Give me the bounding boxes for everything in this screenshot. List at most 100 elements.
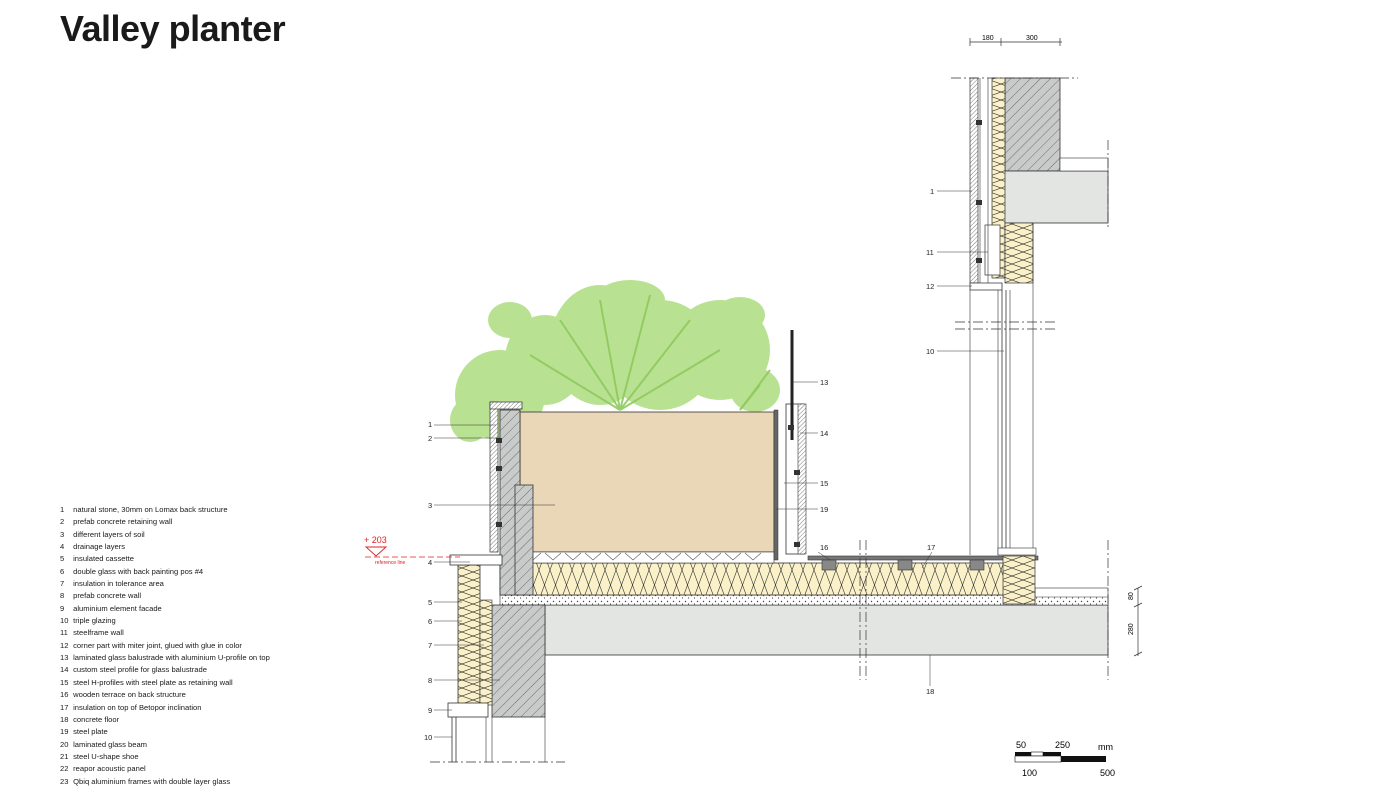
legend-number: 7 xyxy=(60,579,65,589)
legend-text: different layers of soil xyxy=(73,529,145,539)
facade-concrete xyxy=(1004,77,1061,172)
callout-planter-5: 5 xyxy=(428,598,432,607)
lower-wall xyxy=(447,554,546,762)
callout-planter-4: 4 xyxy=(428,558,432,567)
retaining-wall-base xyxy=(514,484,534,596)
legend-item: 13 laminated glass balustrade with alumi… xyxy=(60,652,270,664)
dim-right-80: 80 xyxy=(1128,592,1135,600)
facade-sill xyxy=(997,547,1037,556)
plant-foliage xyxy=(450,280,780,442)
legend-text: concrete floor xyxy=(73,714,120,724)
legend-text: steelframe wall xyxy=(73,628,124,638)
legend-item: 11 steelframe wall xyxy=(60,627,270,639)
steel-plate xyxy=(773,409,779,561)
callout-facade-12: 12 xyxy=(926,282,934,291)
legend-number: 16 xyxy=(60,690,69,700)
callout-facade-1: 1 xyxy=(930,187,934,196)
legend-text: drainage layers xyxy=(73,542,126,552)
legend-number: 17 xyxy=(60,702,69,712)
stone-cladding xyxy=(489,401,499,553)
callout-13: 13 xyxy=(820,378,828,387)
facade-steelframe xyxy=(984,224,1001,276)
legend-number: 19 xyxy=(60,727,69,737)
concrete-floor xyxy=(499,594,1109,656)
scale-50: 50 xyxy=(1016,740,1026,750)
callout-17: 17 xyxy=(927,543,935,552)
legend-text: triple glazing xyxy=(73,616,116,626)
scale-bar xyxy=(1014,751,1106,763)
legend-text: laminated glass beam xyxy=(73,739,147,749)
dim-top-300: 300 xyxy=(1026,35,1038,42)
callout-planter-6: 6 xyxy=(428,617,432,626)
right-floor-strip xyxy=(1034,596,1109,606)
reference-level: + 203 xyxy=(364,535,387,545)
legend-number: 12 xyxy=(60,640,69,650)
reference-marker: + 203 reference line xyxy=(364,535,460,566)
legend-item: 10 triple glazing xyxy=(60,615,270,627)
facade-slab xyxy=(999,170,1109,224)
planter xyxy=(489,330,807,596)
terrace-pedestals xyxy=(821,559,985,571)
callout-19: 19 xyxy=(820,505,828,514)
legend-text: prefab concrete retaining wall xyxy=(73,517,173,527)
legend-text: prefab concrete wall xyxy=(73,591,142,601)
facade-fixings xyxy=(976,120,982,263)
legend-item: 7 insulation in tolerance area xyxy=(60,578,270,590)
legend-number: 23 xyxy=(60,776,69,786)
callout-facade-10: 10 xyxy=(926,347,934,356)
legend-item: 5 insulated cassette xyxy=(60,553,270,565)
facade xyxy=(969,77,1109,605)
legend-number: 8 xyxy=(60,591,65,601)
legend-text: reapor acoustic panel xyxy=(73,764,146,774)
legend-item: 1 natural stone, 30mm on Lomax back stru… xyxy=(60,504,270,516)
legend-number: 10 xyxy=(60,616,69,626)
callout-planter-2: 2 xyxy=(428,434,432,443)
dim-right-280: 280 xyxy=(1128,623,1135,635)
legend-item: 21 steel U-shape shoe xyxy=(60,751,270,763)
reference-label: reference line xyxy=(375,560,406,566)
callout-planter-10: 10 xyxy=(424,733,432,742)
legend-number: 20 xyxy=(60,739,69,749)
callout-facade-11: 11 xyxy=(926,248,934,257)
legend-item: 23 Qbiq aluminium frames with double lay… xyxy=(60,776,270,788)
legend-number: 11 xyxy=(60,628,68,638)
legend-text: wooden terrace on back structure xyxy=(73,690,186,700)
scale-500: 500 xyxy=(1100,768,1115,778)
callout-planter-8: 8 xyxy=(428,676,432,685)
facade-foot-insulation xyxy=(1002,555,1036,605)
callout-16: 16 xyxy=(820,543,828,552)
stone-cap xyxy=(489,401,523,410)
legend-list: 1 natural stone, 30mm on Lomax back stru… xyxy=(60,504,270,788)
legend-item: 6 double glass with back painting pos #4 xyxy=(60,566,270,578)
legend-item: 8 prefab concrete wall xyxy=(60,590,270,602)
legend-item: 17 insulation on top of Betopor inclinat… xyxy=(60,702,270,714)
scale-unit: mm xyxy=(1098,742,1113,752)
callouts: 1 2 3 4 5 6 7 8 9 10 13 14 15 19 16 17 1… xyxy=(424,187,935,742)
callout-14: 14 xyxy=(820,429,828,438)
legend-text: laminated glass balustrade with aluminiu… xyxy=(73,653,270,663)
legend-item: 9 aluminium element facade xyxy=(60,603,270,615)
legend-number: 22 xyxy=(60,764,69,774)
callout-planter-3: 3 xyxy=(428,501,432,510)
legend-text: corner part with miter joint, glued with… xyxy=(73,640,242,650)
scale-250: 250 xyxy=(1055,740,1070,750)
legend-text: insulation on top of Betopor inclination xyxy=(73,702,202,712)
legend-text: insulated cassette xyxy=(73,554,134,564)
legend-item: 18 concrete floor xyxy=(60,714,270,726)
legend-number: 2 xyxy=(60,517,65,527)
break-lines xyxy=(430,77,1109,763)
legend-item: 2 prefab concrete retaining wall xyxy=(60,516,270,528)
legend-number: 15 xyxy=(60,677,69,687)
legend-text: natural stone, 30mm on Lomax back struct… xyxy=(73,505,228,514)
legend-number: 5 xyxy=(60,554,65,564)
legend-item: 20 laminated glass beam xyxy=(60,739,270,751)
callout-planter-9: 9 xyxy=(428,706,432,715)
legend-item: 4 drainage layers xyxy=(60,541,270,553)
legend-number: 13 xyxy=(60,653,69,663)
legend-item: 22 reapor acoustic panel xyxy=(60,763,270,775)
legend-item: 14 custom steel profile for glass balust… xyxy=(60,664,270,676)
legend-number: 14 xyxy=(60,665,69,675)
legend-item: 19 steel plate xyxy=(60,726,270,738)
facade-insulation-lower xyxy=(1004,222,1034,284)
